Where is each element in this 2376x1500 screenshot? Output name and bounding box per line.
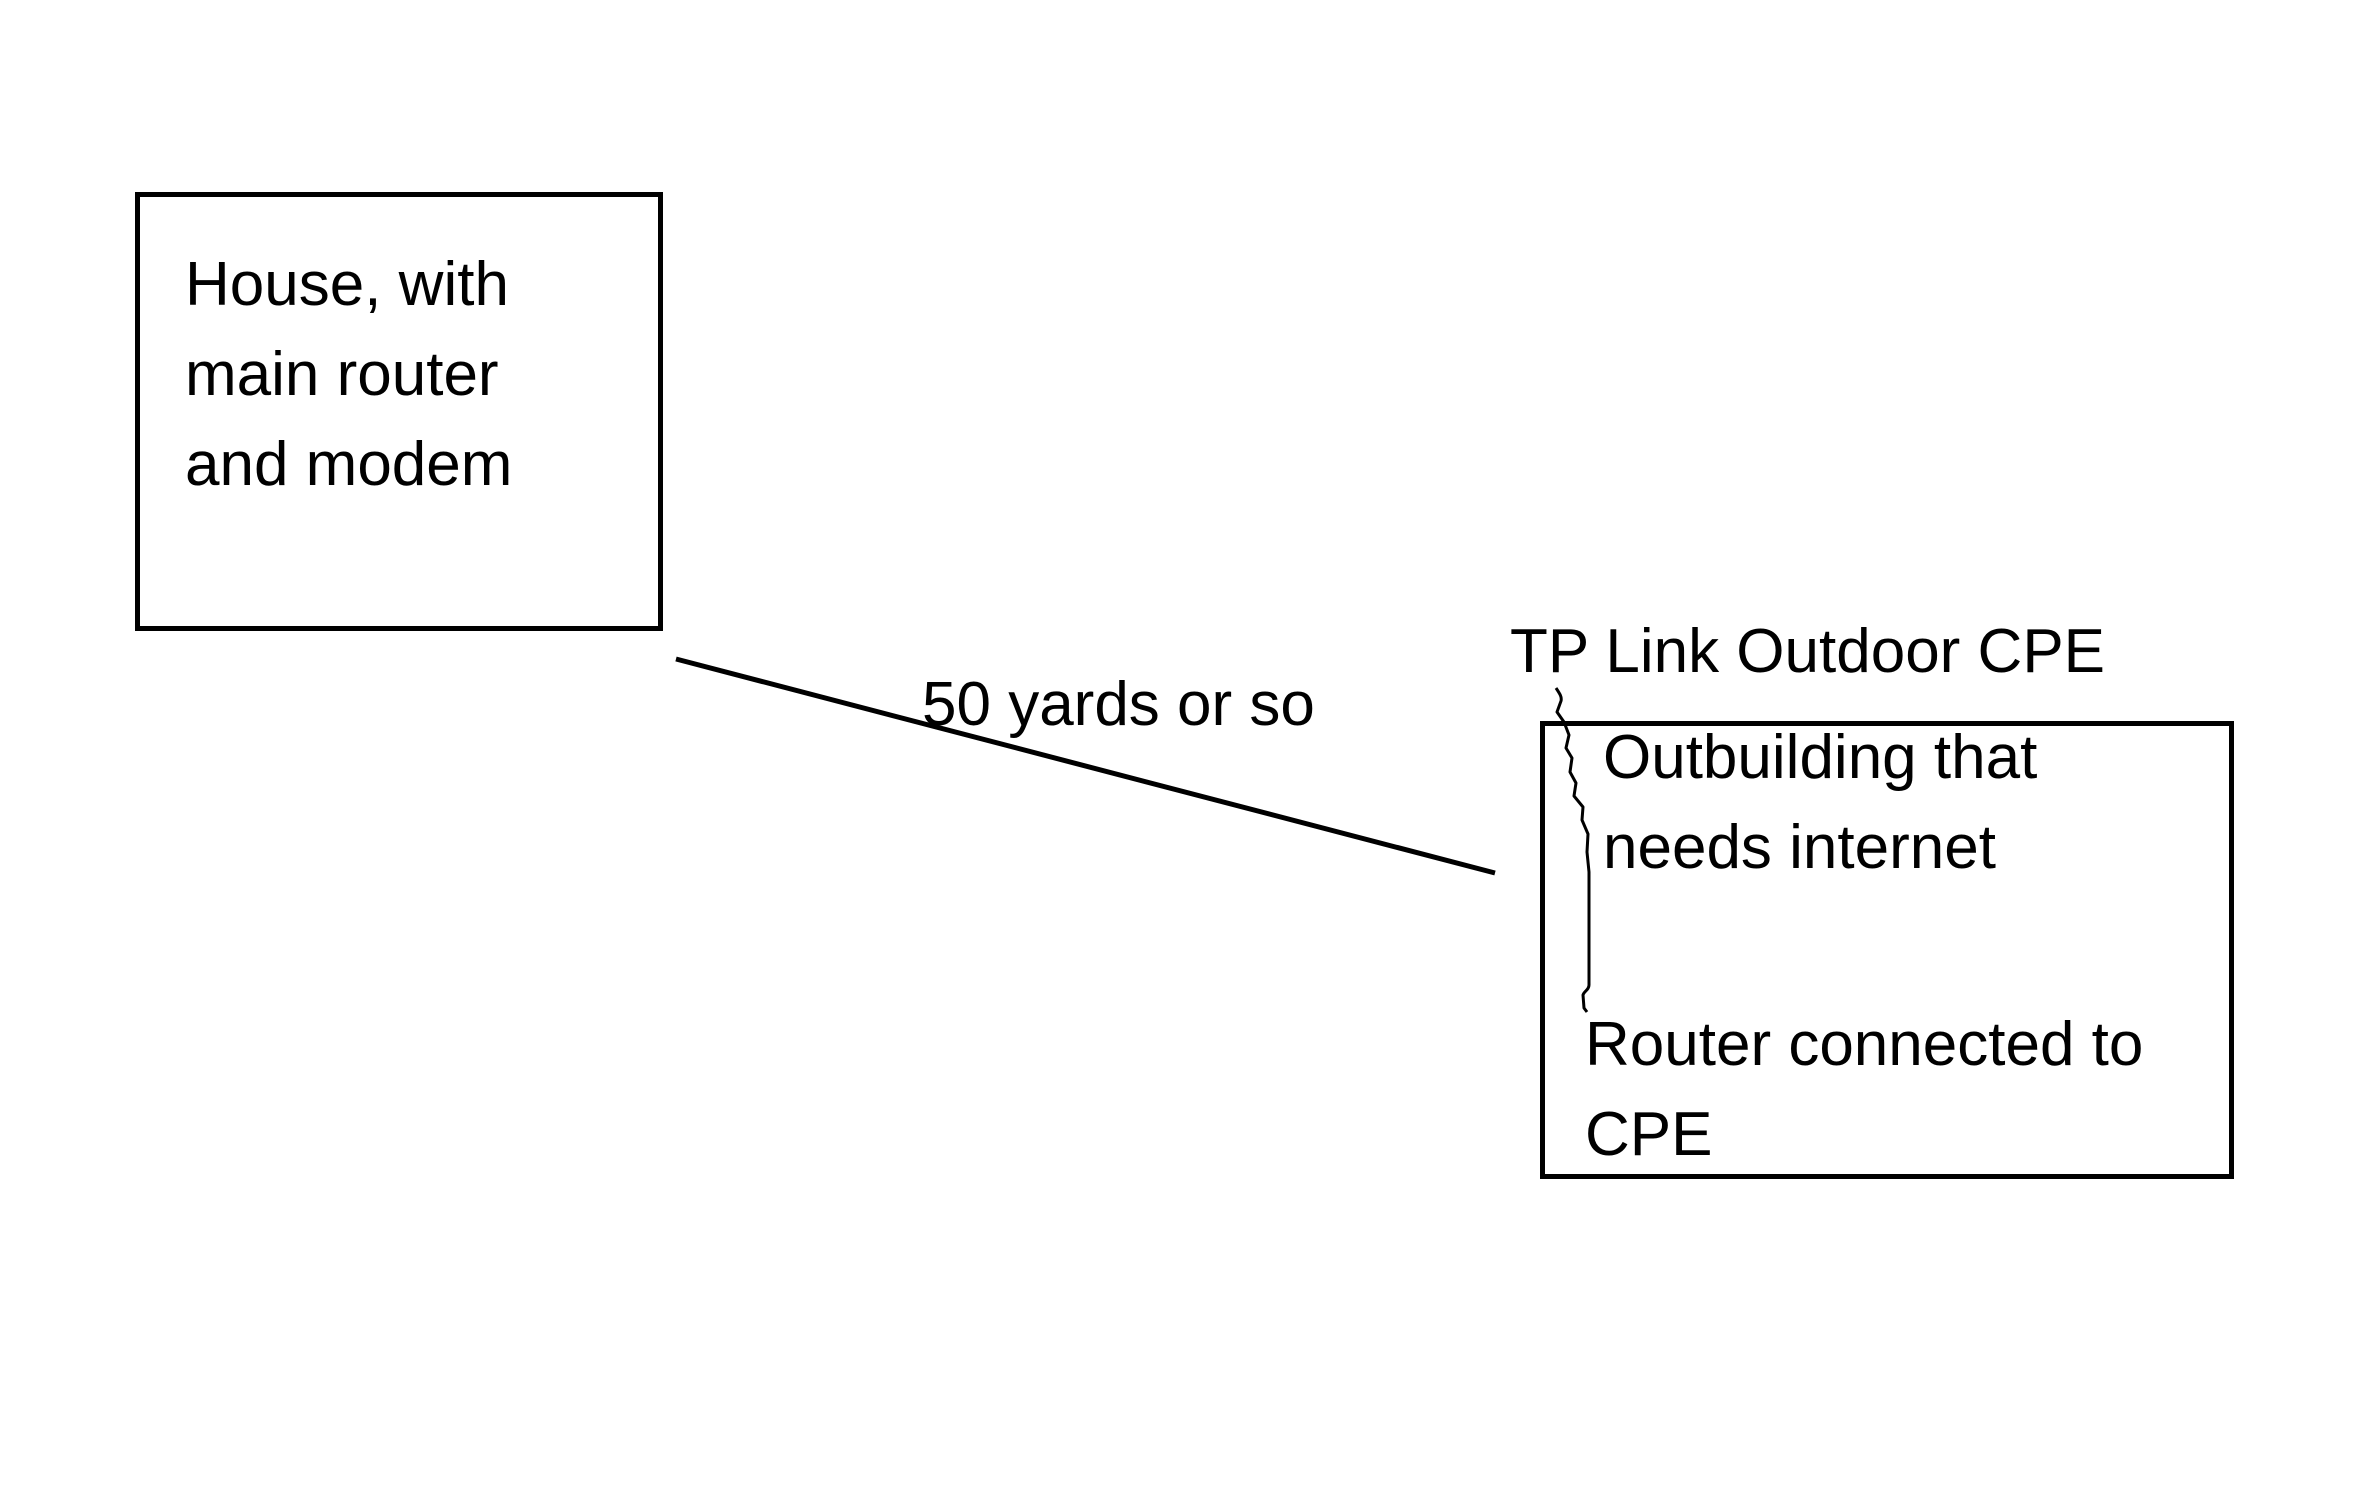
house-node-label: House, with main router and modem bbox=[185, 240, 512, 510]
distance-label: 50 yards or so bbox=[922, 670, 1315, 739]
outbuilding-node-box bbox=[1540, 721, 2234, 1179]
router-label-line-2: CPE bbox=[1585, 1100, 1713, 1169]
house-label-line-1: House, with bbox=[185, 250, 509, 319]
house-label-line-3: and modem bbox=[185, 430, 513, 499]
house-label-line-2: main router bbox=[185, 340, 499, 409]
house-node-box bbox=[135, 192, 663, 631]
cpe-device-label: TP Link Outdoor CPE bbox=[1510, 617, 2106, 686]
router-label-line-1: Router connected to bbox=[1585, 1010, 2144, 1079]
outbuilding-label-line-2: needs internet bbox=[1603, 813, 1996, 882]
router-connection-label: Router connected to CPE bbox=[1585, 1000, 2143, 1180]
outbuilding-node-label: Outbuilding that needs internet bbox=[1603, 713, 2037, 893]
outbuilding-label-line-1: Outbuilding that bbox=[1603, 723, 2038, 792]
